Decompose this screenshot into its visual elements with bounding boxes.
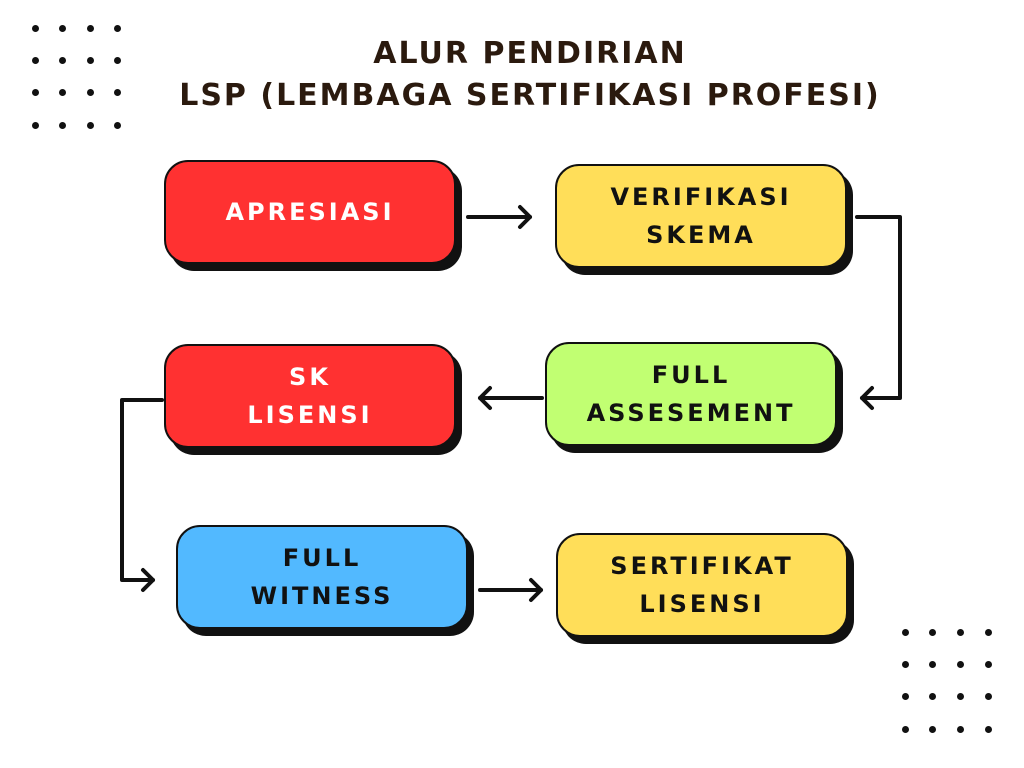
dot (985, 693, 992, 700)
arrow-assesement-to-sk (478, 386, 544, 410)
dot (114, 89, 121, 96)
dot (957, 726, 964, 733)
dot (985, 726, 992, 733)
step-label: SERTIFIKAT (610, 552, 794, 580)
title-line-1: ALUR PENDIRIAN (373, 36, 687, 71)
arrow-verifikasi-to-assesement (855, 215, 902, 410)
dot (985, 629, 992, 636)
dot (59, 25, 66, 32)
step-full-witness: FULL WITNESS (176, 525, 468, 629)
dot (87, 122, 94, 129)
step-label: SKEMA (646, 221, 756, 249)
dot (902, 693, 909, 700)
step-label: FULL (651, 361, 731, 389)
dot (32, 57, 39, 64)
arrow-sk-to-witness (120, 398, 164, 592)
step-label: APRESIASI (225, 198, 395, 226)
step-label: LISENSI (247, 401, 373, 429)
dot (87, 25, 94, 32)
step-label: FULL (282, 544, 362, 572)
dot (59, 122, 66, 129)
step-sertifikat-lisensi: SERTIFIKAT LISENSI (556, 533, 848, 637)
dot (902, 726, 909, 733)
step-full-assesement: FULL ASSESEMENT (545, 342, 837, 446)
step-verifikasi-skema: VERIFIKASI SKEMA (555, 164, 847, 268)
dot (929, 629, 936, 636)
dot (957, 693, 964, 700)
dot (114, 57, 121, 64)
dot (59, 89, 66, 96)
arrow-apresiasi-to-verifikasi (466, 205, 532, 229)
arrow-witness-to-sertifikat (478, 578, 543, 602)
step-sk-lisensi: SK LISENSI (164, 344, 456, 448)
dot (32, 25, 39, 32)
dot (929, 693, 936, 700)
dot (929, 726, 936, 733)
dot (902, 629, 909, 636)
dot (87, 57, 94, 64)
dot (87, 89, 94, 96)
dot (985, 661, 992, 668)
dot (929, 661, 936, 668)
dot (114, 122, 121, 129)
dot (902, 661, 909, 668)
dot (957, 629, 964, 636)
step-apresiasi: APRESIASI (164, 160, 456, 264)
step-label: VERIFIKASI (610, 183, 792, 211)
dot (59, 57, 66, 64)
dot (32, 89, 39, 96)
step-label: SK (289, 363, 331, 391)
step-label: WITNESS (250, 582, 394, 610)
dot (957, 661, 964, 668)
step-label: ASSESEMENT (586, 399, 796, 427)
title-line-2: LSP (LEMBAGA SERTIFIKASI PROFESI) (179, 78, 881, 113)
dot (114, 25, 121, 32)
dot (32, 122, 39, 129)
step-label: LISENSI (639, 590, 765, 618)
